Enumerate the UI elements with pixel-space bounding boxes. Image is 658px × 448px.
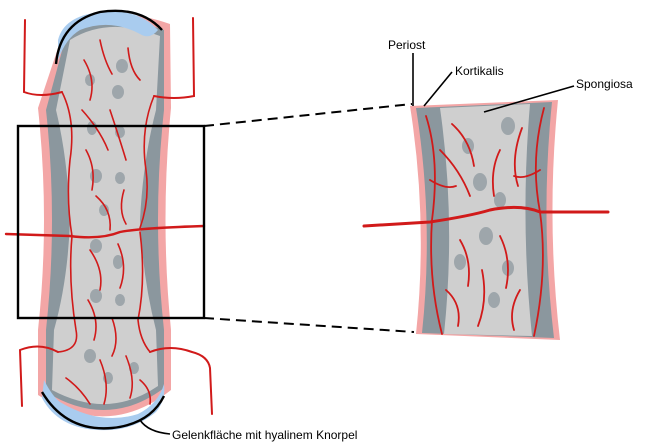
connector-top	[204, 104, 412, 126]
label-periost: Periost	[388, 38, 426, 52]
label-gelenkflaeche: Gelenkfläche mit hyalinem Knorpel	[172, 428, 357, 442]
shaft-section	[364, 53, 608, 340]
label-spongiosa: Spongiosa	[576, 77, 633, 91]
connector-bottom	[204, 318, 414, 332]
long-bone	[6, 11, 212, 430]
leader-gelenkflaeche	[140, 420, 170, 434]
leader-kortikalis	[424, 72, 452, 106]
label-kortikalis: Kortikalis	[455, 64, 504, 78]
